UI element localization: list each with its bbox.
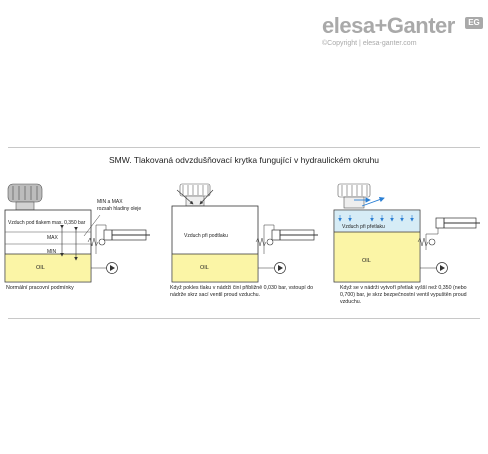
panel-normal: Vzduch pod tlakem max. 0,350 bar MAX MIN… — [4, 183, 150, 283]
oil-label: OIL — [36, 265, 45, 271]
oil-label: OIL — [200, 265, 209, 271]
check-valve-icon — [417, 237, 436, 247]
copyright-text: ©Copyright | elesa-ganter.com — [322, 40, 417, 47]
check-valve-icon — [255, 237, 274, 247]
check-valve-icon — [87, 237, 106, 247]
brand-badge: EG — [465, 17, 483, 29]
min-max-label-1: MIN a MAX — [97, 199, 123, 205]
brand-logo: elesa+Ganter EG ©Copyright | elesa-gante… — [322, 13, 483, 53]
pump-icon — [258, 262, 286, 274]
air-overpressure-label: Vzduch při přetlaku — [342, 224, 385, 230]
oil-label: OIL — [362, 258, 371, 264]
hydraulic-diagram: Vzduch pod tlakem max. 0,350 bar MAX MIN… — [4, 183, 480, 283]
caption-normal: Normální pracovní podmínky — [6, 285, 74, 291]
air-pressure-label: Vzduch pod tlakem max. 0,350 bar — [8, 220, 86, 226]
panel-vacuum: Vzduch při podtlaku OIL — [171, 183, 318, 283]
top-divider — [8, 147, 480, 148]
min-max-label-2: rozsah hladiny oleje — [97, 206, 141, 212]
breather-cap-icon — [179, 183, 211, 207]
caption-vacuum: Když pokles tlaku v nádrži činí přibližn… — [170, 285, 314, 298]
hydraulic-cylinder-icon — [425, 217, 480, 250]
overpressure-air — [334, 210, 420, 232]
breather-cap-icon — [7, 183, 43, 211]
hydraulic-cylinder-icon — [95, 224, 150, 254]
bottom-divider — [8, 318, 480, 319]
pump-icon — [91, 262, 118, 274]
panel-overpressure: Vzduch při přetlaku OIL — [333, 183, 480, 283]
pressure-arrows — [338, 215, 414, 222]
oil-level — [172, 254, 258, 282]
air-vacuum-label: Vzduch při podtlaku — [184, 233, 228, 239]
pump-icon — [420, 262, 448, 274]
brand-logo-text: elesa+Ganter — [322, 13, 455, 38]
diagram-title: SMW. Tlakovaná odvzdušňovací krytka fung… — [108, 155, 380, 165]
hydraulic-cylinder-icon — [263, 224, 318, 254]
max-level-label: MAX — [47, 235, 59, 241]
min-level-label: MIN — [47, 249, 57, 255]
caption-overpressure: Když se v nádrži vytvoří přetlak vyšší n… — [340, 285, 467, 305]
oil-level — [334, 232, 420, 282]
oil-level — [5, 254, 91, 282]
breather-cap-icon — [337, 183, 371, 209]
